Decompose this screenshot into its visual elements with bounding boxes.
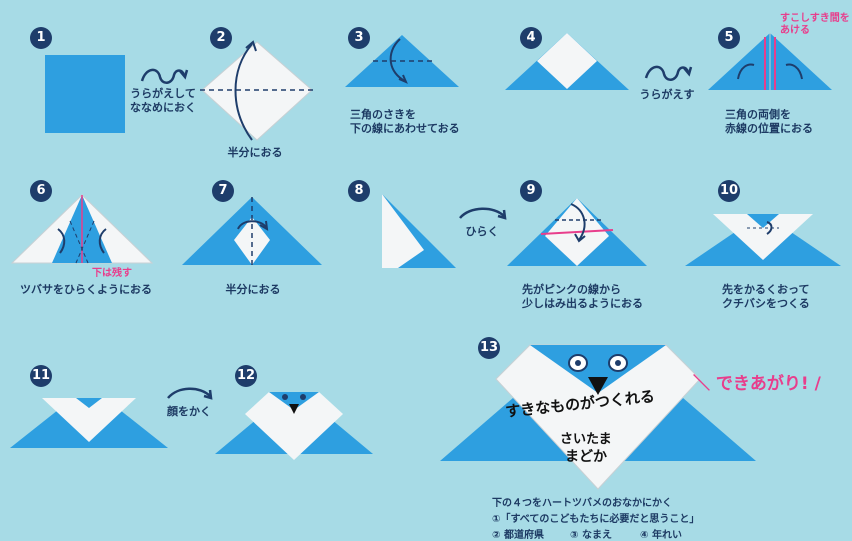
draw-face-label: 顔をかく (167, 405, 211, 418)
step-12-number: 12 (235, 365, 257, 387)
step-2-diagram (200, 40, 315, 141)
open-label: ひらく (465, 225, 499, 238)
step-11-diagram (10, 398, 168, 448)
step-8-diagram (382, 194, 456, 268)
footer-item-3: ③ なまえ (570, 530, 612, 541)
step-4-number: 4 (520, 27, 542, 49)
flip-label: うらがえす (639, 88, 695, 101)
step-1-number: 1 (30, 27, 52, 49)
step-5-note: すこしすき間を あける (780, 13, 850, 36)
step-7-caption: 半分におる (225, 283, 281, 296)
step-5-number: 5 (718, 27, 740, 49)
bird-text-line3: まどか (565, 449, 607, 465)
finished-label: ＼ できあがり! / (693, 374, 821, 394)
step-2-caption: 半分におる (227, 146, 283, 159)
footer-item-4: ④ 年れい (640, 530, 682, 541)
step-6-diagram (10, 194, 154, 264)
step-9-diagram (507, 198, 647, 266)
step-3-number: 3 (348, 27, 370, 49)
step-5-diagram (708, 33, 832, 90)
step-10-diagram (685, 214, 841, 266)
step-5-caption: 三角の両側を 赤線の位置におる (725, 108, 813, 135)
footer-instruction: 下の４つをハートツバメのおなかにかく (492, 498, 672, 509)
step-8-number: 8 (348, 180, 370, 202)
step-3-diagram (345, 35, 459, 87)
flip-arrow-2-icon (644, 65, 693, 81)
footer-item-1: ①「すべてのこどもたちに必要だと思うこと」 (492, 514, 700, 525)
flip-diagonal-label: うらがえして ななめにおく (130, 87, 196, 114)
step-11-number: 11 (30, 365, 52, 387)
step-9-number: 9 (520, 180, 542, 202)
step-6-note: 下は残す (92, 268, 132, 279)
bird-text-line2: さいたま (560, 432, 612, 447)
open-arrow-icon (459, 207, 507, 220)
step-10-number: 10 (718, 180, 740, 202)
step-6-number: 6 (30, 180, 52, 202)
step-3-caption: 三角のさきを 下の線にあわせておる (350, 108, 460, 135)
step-7-number: 7 (212, 180, 234, 202)
step-4-diagram (505, 33, 629, 90)
step-9-caption: 先がピンクの線から 少しはみ出るようにおる (522, 283, 643, 310)
step-2-number: 2 (210, 27, 232, 49)
step-12-diagram (215, 392, 373, 460)
footer-item-2: ② 都道府県 (492, 530, 544, 541)
step-1-square (45, 55, 125, 133)
draw-face-arrow-icon (167, 387, 213, 400)
step-13-diagram (440, 344, 756, 490)
flip-arrow-1-icon (140, 68, 189, 84)
step-6-caption: ツバサをひらくようにおる (20, 283, 152, 296)
step-13-number: 13 (478, 337, 500, 359)
step-10-caption: 先をかるくおって クチバシをつくる (722, 283, 810, 310)
step-7-diagram (182, 197, 322, 265)
